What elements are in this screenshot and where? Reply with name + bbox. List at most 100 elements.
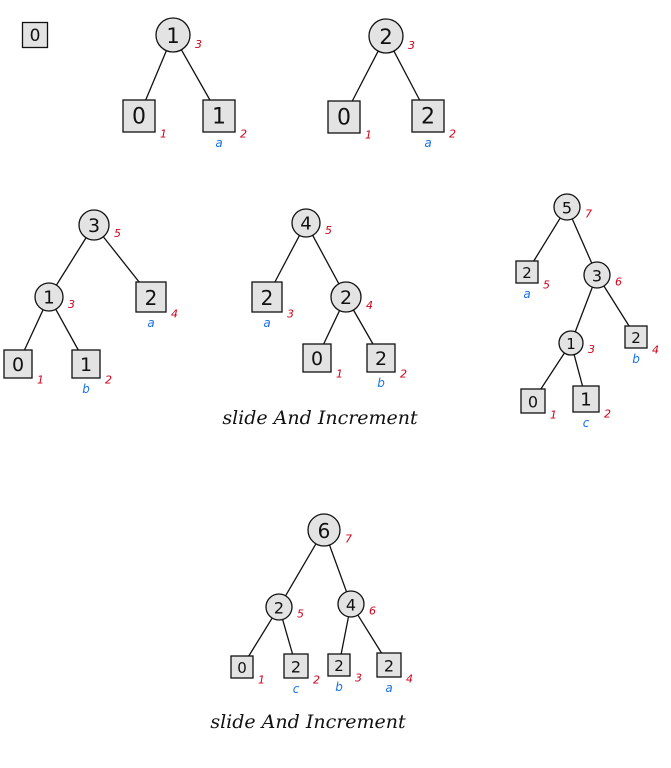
- leaf-node: 01: [327, 100, 372, 142]
- node-weight: 5: [325, 224, 332, 237]
- leaf-box: [122, 99, 156, 133]
- leaf-letter-label: a: [523, 287, 530, 301]
- leaf-value: 2: [334, 657, 344, 675]
- node-weight: 1: [336, 368, 343, 381]
- node-value: 2: [274, 599, 284, 618]
- leaf-letter-label: b: [82, 382, 90, 396]
- leaf-letter-label: b: [335, 680, 343, 694]
- node-circle: [155, 17, 191, 53]
- caption-text: slide And Increment: [210, 711, 406, 733]
- node-weight: 4: [406, 673, 413, 686]
- tree-edge: [540, 352, 566, 390]
- leaf-node: 01: [302, 343, 343, 381]
- leaf-box: [135, 281, 167, 313]
- node-circle: [558, 330, 584, 356]
- node-weight: 3: [195, 38, 202, 51]
- leaf-box: [376, 652, 402, 678]
- tree-edge: [571, 218, 593, 264]
- node-weight: 1: [258, 674, 265, 687]
- leaf-box: [3, 349, 33, 379]
- tree-edge: [274, 234, 301, 283]
- node-weight: 5: [543, 279, 550, 292]
- leaf-node: 22c: [283, 653, 320, 696]
- tree-edge: [145, 50, 168, 101]
- leaf-letter-label: b: [377, 376, 385, 390]
- leaf-letter-label: a: [385, 681, 392, 695]
- leaf-letter-label: a: [215, 136, 222, 150]
- node-weight: 4: [171, 308, 178, 321]
- node-circle: [291, 208, 321, 238]
- node-value: 1: [43, 288, 54, 309]
- tree-edge: [323, 309, 341, 345]
- leaf-box: [520, 388, 546, 414]
- leaf-value: 2: [421, 105, 435, 130]
- leaf-value: 0: [337, 106, 351, 131]
- node-weight: 2: [604, 408, 611, 421]
- leaf-value: 2: [631, 329, 641, 347]
- node-value: 6: [318, 519, 331, 543]
- tree-edge: [573, 353, 584, 387]
- node-weight: 2: [313, 674, 320, 687]
- tree-edge: [357, 614, 383, 654]
- leaf-node: 12 c: [572, 385, 611, 430]
- leaf-letter-label: a: [424, 136, 431, 150]
- tree-edge: [312, 234, 340, 285]
- node-value: 3: [88, 215, 100, 237]
- tree-edge: [102, 236, 140, 283]
- node-weight: 2: [240, 128, 247, 141]
- node-circle: [330, 281, 362, 313]
- leaf-node: 01: [520, 388, 557, 422]
- leaf-node: 0: [21, 21, 49, 49]
- node-circle: [553, 193, 581, 221]
- tree-d0: 0: [21, 21, 49, 49]
- leaf-box: [230, 655, 254, 679]
- tree-edge: [533, 217, 561, 262]
- node-circle: [307, 513, 341, 547]
- tree-edge: [328, 544, 348, 593]
- leaf-letter-label: c: [583, 416, 590, 430]
- leaf-box: [71, 349, 101, 379]
- leaf-node: 01: [3, 349, 44, 387]
- node-weight: 2: [449, 128, 456, 141]
- leaf-value: 1: [580, 390, 591, 411]
- tree-edge: [284, 543, 317, 597]
- node-weight: 1: [37, 374, 44, 387]
- tree-edge: [352, 309, 374, 345]
- node-weight: 5: [114, 227, 121, 240]
- leaf-box: [515, 260, 539, 284]
- leaf-box: [202, 99, 236, 133]
- node-value: 3: [592, 267, 602, 286]
- leaf-value: 0: [311, 348, 323, 370]
- leaf-value: 0: [237, 659, 247, 677]
- node-circle: [583, 261, 611, 289]
- leaf-value: 2: [261, 286, 274, 310]
- node-circle: [265, 593, 293, 621]
- leaf-letter-label: a: [263, 316, 270, 330]
- leaf-box: [411, 99, 445, 133]
- leaf-value: 2: [522, 264, 532, 282]
- tree-edge: [340, 616, 350, 655]
- leaf-node: 22 b: [366, 343, 407, 390]
- node-weight: 2: [400, 368, 407, 381]
- leaf-letter-label: c: [293, 682, 300, 696]
- node-weight: 6: [369, 605, 376, 618]
- tree-edge: [603, 285, 630, 327]
- leaf-node: 12b: [71, 349, 112, 396]
- leaf-value: 2: [375, 348, 387, 370]
- node-weight: 1: [365, 129, 372, 142]
- leaf-node: 01: [122, 99, 167, 141]
- tree-edge: [574, 286, 594, 333]
- node-value: 4: [300, 214, 311, 235]
